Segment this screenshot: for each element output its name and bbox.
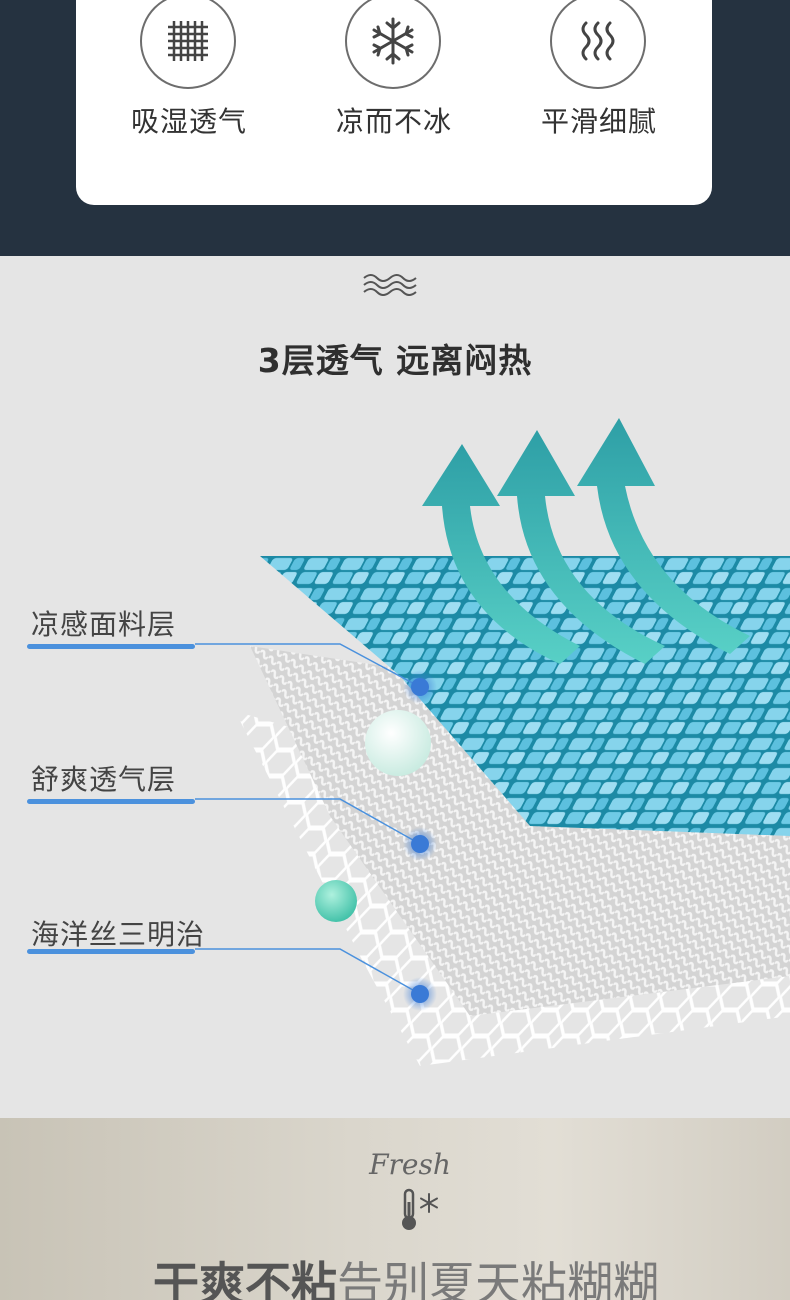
wave-icon [363, 274, 417, 296]
layers-section: 3层透气 远离闷热 [0, 256, 790, 1118]
layer-underline [27, 799, 195, 804]
slogan-bold: 干爽不粘 [153, 1257, 337, 1300]
fabric-layers-illustration [195, 418, 790, 1066]
heat-waves-icon [550, 0, 646, 89]
layer-underline [27, 949, 195, 954]
grid-icon [140, 0, 236, 89]
feature-label: 平滑细腻 [540, 105, 657, 138]
feature-label: 凉而不冰 [335, 105, 452, 138]
slogan: 干爽不粘告别夏天粘糊糊 [0, 1248, 790, 1300]
layer-label-cool-fabric: 凉感面料层 [31, 608, 177, 641]
layer-label-breathable: 舒爽透气层 [31, 763, 177, 796]
section-title: 3层透气 远离闷热 [257, 341, 533, 380]
layer-underline [27, 644, 195, 649]
feature-label: 吸湿透气 [130, 105, 247, 138]
snowflake-icon [345, 0, 441, 89]
thermometer-snow-icon [402, 1188, 438, 1230]
fresh-heading: Fresh [369, 1148, 451, 1181]
top-section: 吸湿透气 凉而不冰 [0, 0, 790, 256]
layer-label-sandwich: 海洋丝三明治 [31, 918, 206, 951]
feature-card: 吸湿透气 凉而不冰 [76, 0, 712, 205]
fresh-section: Fresh 干爽不粘告别夏天粘糊糊 [0, 1118, 790, 1300]
slogan-rest: 告别夏天粘糊糊 [337, 1257, 659, 1300]
